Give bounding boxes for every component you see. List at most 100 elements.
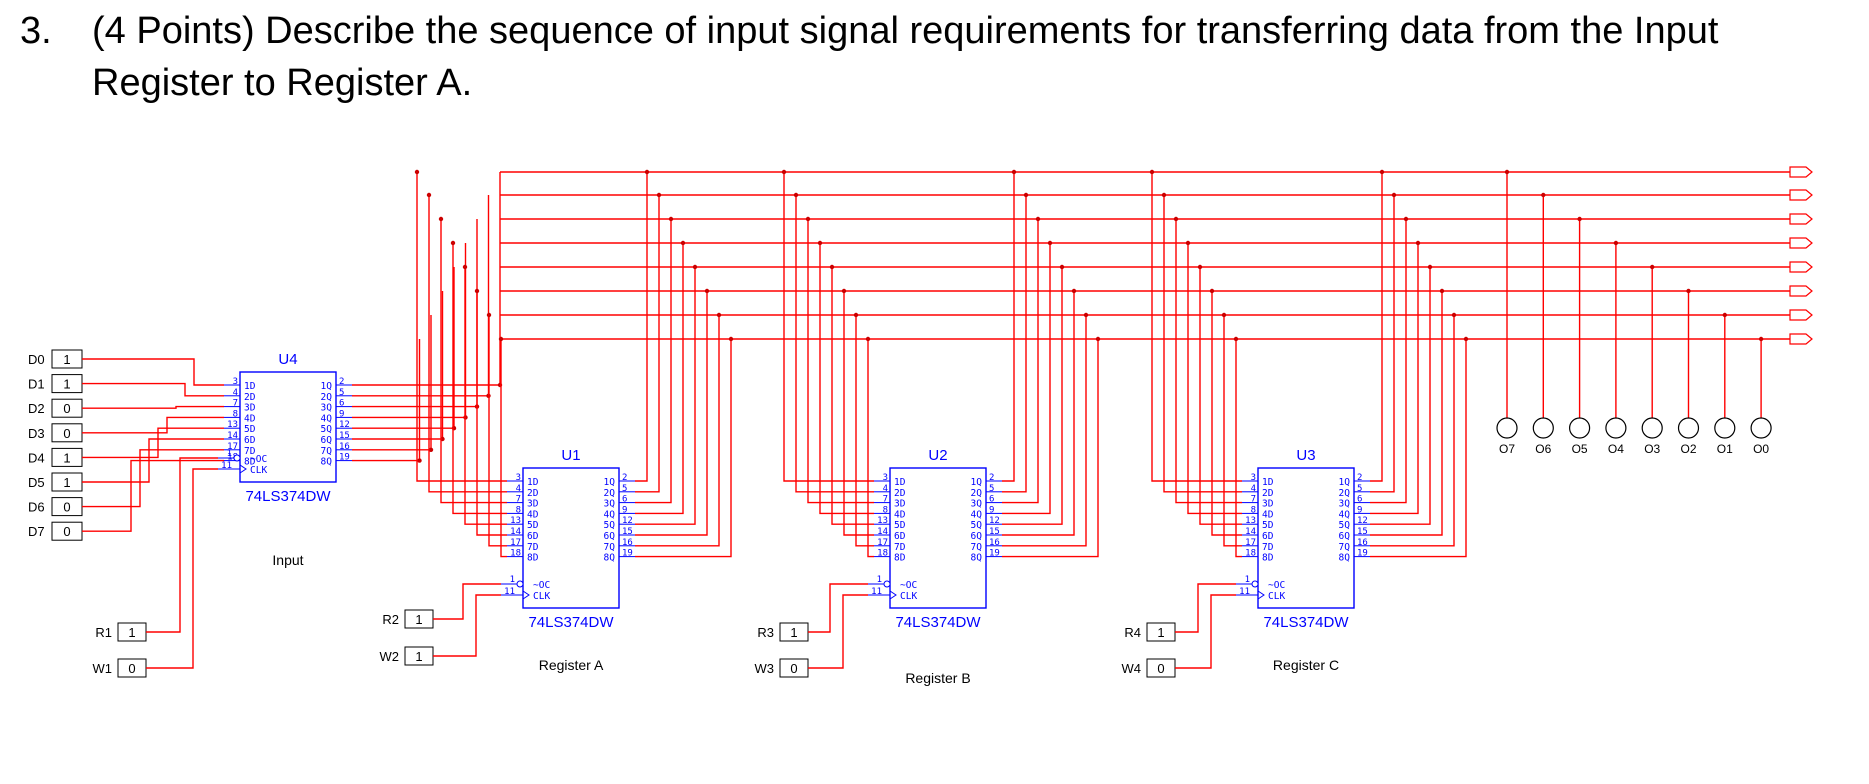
pin-number-q: 16 <box>622 538 633 548</box>
question-line-1: 3.(4 Points) Describe the sequence of in… <box>20 10 1718 53</box>
pin-label-q: 4Q <box>604 509 616 520</box>
junction-dot <box>1415 240 1421 246</box>
reg-output-wire-1-6 <box>1002 315 1087 547</box>
control-value-r3: 1 <box>790 625 797 640</box>
input-label-d7: D7 <box>28 524 45 539</box>
pin-number-q: 19 <box>339 453 350 463</box>
junction-dot <box>1439 288 1445 294</box>
junction-dot <box>1427 264 1433 270</box>
junction-dot <box>1758 336 1764 342</box>
pin-label-d: 3D <box>1262 499 1274 510</box>
input-wire-1 <box>82 382 224 397</box>
bus-port-2 <box>1789 213 1813 225</box>
pin-number-q: 6 <box>622 495 627 505</box>
oc-bubble <box>1251 580 1259 588</box>
output-label-o3: O3 <box>1644 442 1660 456</box>
pin-label-d: 1D <box>894 477 906 488</box>
reg-input-wire-2-1 <box>1163 195 1242 493</box>
reg-output-wire-0-3 <box>635 243 684 515</box>
junction-dot <box>865 336 871 342</box>
pin-label-d: 7D <box>894 542 906 553</box>
pin-label-q: 3Q <box>1339 499 1351 510</box>
junction-dot <box>414 169 420 175</box>
pin-label-q: 8Q <box>1339 553 1351 564</box>
junction-dot <box>417 458 422 463</box>
junction-dot <box>1209 288 1215 294</box>
pin-number-d: 8 <box>1251 505 1256 515</box>
pin-number-q: 16 <box>339 442 350 452</box>
control-label-r3: R3 <box>757 625 774 640</box>
pin-label-clk: CLK <box>533 591 550 602</box>
output-probe-o1 <box>1714 417 1736 439</box>
reg-output-wire-0-7 <box>635 339 732 558</box>
pin-label-d: 3D <box>527 499 539 510</box>
input-value-d3: 0 <box>63 426 70 441</box>
reg-output-wire-0-2 <box>635 219 672 504</box>
reg-input-wire-1-6 <box>855 315 874 547</box>
pin-label-d: 8D <box>1262 553 1274 564</box>
chip-caption-u2: Register B <box>905 670 970 686</box>
bus-port-4 <box>1789 261 1813 273</box>
pin-label-q: 5Q <box>1339 520 1351 531</box>
reg-output-wire-2-3 <box>1370 243 1419 515</box>
junction-dot <box>1541 192 1546 198</box>
bus-port-0 <box>1789 166 1813 178</box>
input-wire-6 <box>82 449 224 508</box>
pin-number-q: 6 <box>339 399 344 409</box>
chip-ref-u3: U3 <box>1296 447 1315 464</box>
pin-number-q: 5 <box>989 484 994 494</box>
output-label-o0: O0 <box>1753 442 1769 456</box>
pin-number-d: 18 <box>1245 549 1256 559</box>
pin-number-d: 14 <box>877 527 888 537</box>
junction-dot <box>793 192 799 198</box>
pin-label-q: 1Q <box>604 477 616 488</box>
input-label-d4: D4 <box>28 450 45 465</box>
pin-number-q: 19 <box>1357 549 1368 559</box>
output-label-o1: O1 <box>1717 442 1733 456</box>
pin-number-q: 2 <box>989 473 994 483</box>
u4-output-wire-4 <box>352 267 455 429</box>
pin-label-d: 4D <box>244 413 256 424</box>
pin-number-q: 12 <box>339 420 350 430</box>
clk-triangle <box>522 590 530 600</box>
pin-number-q: 15 <box>1357 527 1368 537</box>
input-label-d0: D0 <box>28 352 45 367</box>
reg-output-wire-2-4 <box>1370 267 1431 525</box>
pin-number-q: 2 <box>622 473 627 483</box>
pin-number-q: 6 <box>989 495 994 505</box>
control-wire-w3 <box>808 594 868 669</box>
junction-dot <box>716 312 722 318</box>
output-probe-o0 <box>1750 417 1772 439</box>
junction-dot <box>1185 240 1191 246</box>
question-text: (4 Points) Describe the sequence of inpu… <box>92 10 1719 52</box>
output-probe-o7 <box>1496 417 1518 439</box>
junction-dot <box>1613 240 1619 246</box>
junction-dot <box>474 288 480 294</box>
control-value-w1: 0 <box>128 661 135 676</box>
junction-dot <box>1391 192 1397 198</box>
control-label-r1: R1 <box>95 625 112 640</box>
pin-label-d: 3D <box>244 403 256 414</box>
output-label-o5: O5 <box>1572 442 1588 456</box>
junction-dot <box>841 288 847 294</box>
pin-label-q: 1Q <box>1339 477 1351 488</box>
pin-label-q: 7Q <box>604 542 616 553</box>
pin-label-d: 6D <box>527 531 539 542</box>
junction-dot <box>1379 169 1385 175</box>
junction-dot <box>656 192 662 198</box>
reg-output-wire-1-7 <box>1002 339 1099 558</box>
junction-dot <box>1463 336 1469 342</box>
control-wire-r2 <box>433 583 501 620</box>
pin-label-q: 1Q <box>321 381 333 392</box>
pin-label-q: 8Q <box>604 553 616 564</box>
reg-input-wire-0-4 <box>464 267 507 525</box>
input-value-d2: 0 <box>63 401 70 416</box>
pin-label-d: 1D <box>527 477 539 488</box>
chip-caption-u1: Register A <box>539 657 604 673</box>
control-value-r4: 1 <box>1157 625 1164 640</box>
control-wire-r3 <box>808 583 868 633</box>
pin-label-d: 8D <box>894 553 906 564</box>
chip-caption-u4: Input <box>272 552 303 568</box>
pin-label-d: 3D <box>894 499 906 510</box>
junction-dot <box>1095 336 1101 342</box>
